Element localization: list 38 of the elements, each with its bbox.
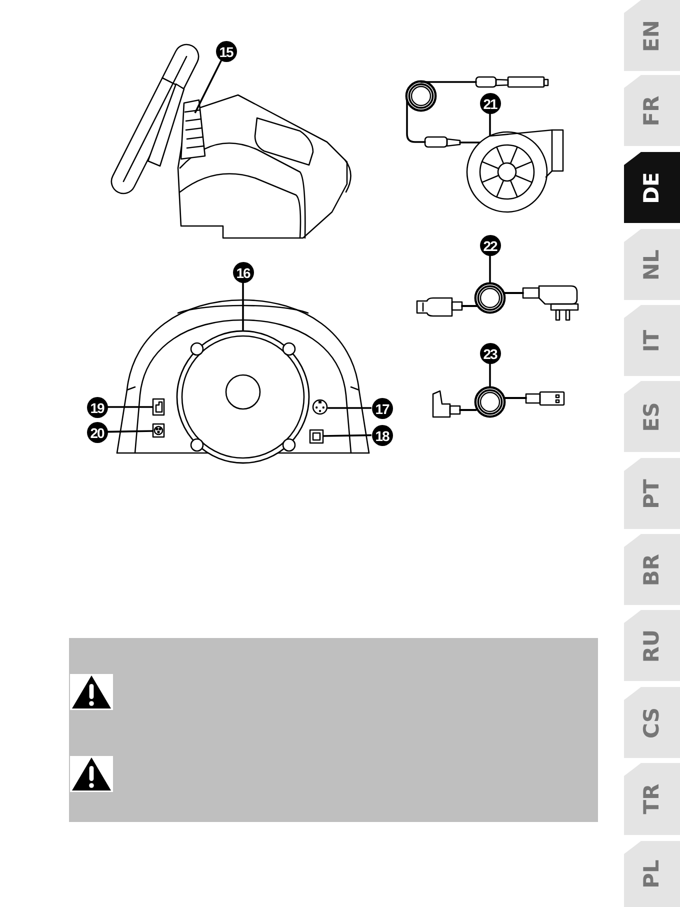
callout-number: 23 xyxy=(480,343,501,364)
language-tab: NL xyxy=(624,229,680,300)
callout-number: 15 xyxy=(216,41,237,62)
callout-number: 19 xyxy=(87,397,108,418)
square-port-icon xyxy=(309,429,324,444)
callout-number: 21 xyxy=(480,93,501,114)
callout-number: 18 xyxy=(372,425,393,446)
leader-line xyxy=(489,364,491,387)
callout-number: 20 xyxy=(87,422,108,443)
language-tab: IT xyxy=(624,305,680,376)
round-socket-icon xyxy=(152,423,165,438)
leader-line xyxy=(108,406,152,408)
language-tab: FR xyxy=(624,75,680,146)
callout-number: 16 xyxy=(233,262,254,283)
leader-line xyxy=(242,282,244,331)
leader-line xyxy=(107,430,153,433)
motor-drawing xyxy=(176,330,310,464)
power-cable-drawing xyxy=(416,282,579,322)
leader-line xyxy=(489,114,491,136)
language-tab: EN xyxy=(624,0,680,71)
leader-line xyxy=(323,434,372,437)
callout-number: 22 xyxy=(480,235,501,256)
language-tab: PL xyxy=(624,841,680,907)
language-tab: RU xyxy=(624,610,680,681)
fan-drawing xyxy=(466,129,564,214)
socket-port-icon xyxy=(152,398,165,416)
language-tab: PT xyxy=(624,458,680,529)
round-port-icon xyxy=(312,399,328,415)
leader-line xyxy=(489,256,491,283)
language-tab: CS xyxy=(624,687,680,758)
callout-number: 17 xyxy=(372,398,393,419)
usb-cable-drawing xyxy=(432,386,565,418)
leader-line xyxy=(194,60,222,114)
language-tab: BR xyxy=(624,534,680,605)
language-tab: TR xyxy=(624,763,680,835)
language-tab: ES xyxy=(624,381,680,452)
leader-line xyxy=(328,407,372,409)
language-tab: DE xyxy=(624,152,680,223)
